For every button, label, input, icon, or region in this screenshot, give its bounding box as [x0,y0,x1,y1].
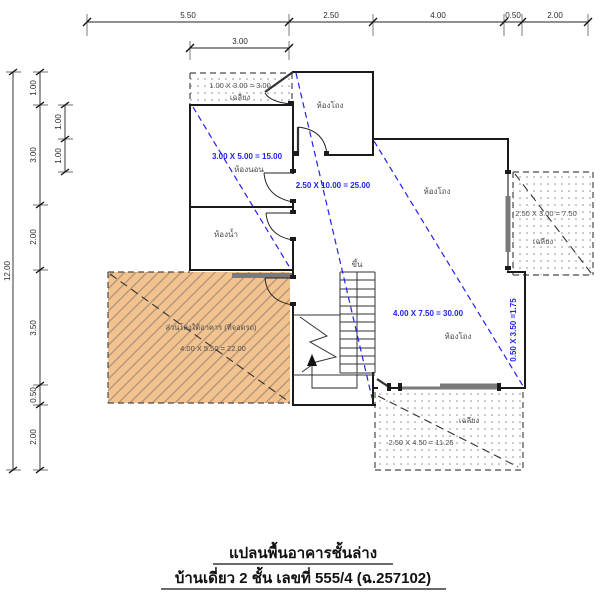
plan-title: แปลนพื้นอาคารชั้นล่าง [229,541,377,562]
dim-left-12-00: 12.00 [3,260,12,281]
dimension-lines [6,14,593,474]
dim-left-3-00: 3.00 [29,147,38,163]
dim-left2-1-00b: 1.00 [54,148,63,164]
dim-top-inner-3-00: 3.00 [232,37,248,46]
dim-top-5-50: 5.50 [180,11,196,20]
stair-break-symbol [299,316,338,373]
dim-left-1-00: 1.00 [29,80,38,96]
porch-right-label: เฉลียง [533,237,554,246]
bedroom-area-label: 3.00 X 5.00 = 15.00 [212,152,283,161]
porch-bottom-area-label: 2.50 X 4.50 = 11.25 [388,438,453,447]
window-right-icon [505,196,511,252]
threshold-bar [232,273,292,278]
dim-left-0-50: 0.50 [29,387,38,403]
doors [263,71,391,391]
hall-right-bottom-label: ห้องโถง [444,331,471,341]
dashed-outlines [107,72,594,471]
dimension-texts: 5.50 2.50 4.00 0.50 2.00 3.00 12.00 1.00… [3,11,563,445]
entry-hall-label: ห้องโถง [316,100,343,110]
dim-left-2-00: 2.00 [29,229,38,245]
dim-top-2-50: 2.50 [323,11,339,20]
area-diagonals [109,173,592,468]
dim-top-2-00: 2.00 [547,11,563,20]
title-block: แปลนพื้นอาคารชั้นล่าง บ้านเดี่ยว 2 ชั้น … [161,541,446,590]
up-arrow-icon [307,354,317,366]
dim-left-3-50: 3.50 [29,320,38,336]
corridor-area-label: 2.50 X 10.00 = 25.00 [296,181,371,190]
bedroom-label: ห้องนอน [234,165,264,174]
walls [189,71,526,406]
stairs-up-label: ขึ้น [352,258,363,269]
porch-right-area-label: 2.50 X 3.00 = 7.50 [515,209,577,218]
parking-label: ส่วนโล่งใต้อาคาร (ที่จอดรถ) [165,322,257,332]
porch-top-left-label: เฉลียง [230,93,251,102]
hall-area-label: 4.00 X 7.50 = 30.00 [393,309,464,318]
room-labels: 1.00 X 3.00 = 3.00 เฉลียง ห้องโถง 3.00 X… [165,81,576,447]
bathroom-label: ห้องน้ำ [214,228,238,239]
dim-left2-1-00a: 1.00 [54,114,63,130]
hall-right-top-label: ห้องโถง [423,186,450,196]
right-strip-area-label: 0.50 X 3.50 =1.75 [509,298,518,362]
dim-left-2-00b: 2.00 [29,429,38,445]
porch-top-left-area-label: 1.00 X 3.00 = 3.00 [209,81,271,90]
window-bottom-icon [402,386,499,390]
blue-diagonals [192,72,524,399]
parking-area-label: 4.00 X 5.50 = 22.00 [180,344,246,353]
stair-path-line [311,364,358,389]
porch-top-left-fill [190,73,292,105]
porch-bottom-label: เฉลียง [459,416,480,425]
dim-top-4-00: 4.00 [430,11,446,20]
stairs [293,271,376,389]
dim-top-0-50: 0.50 [505,11,521,20]
plan-subtitle: บ้านเดี่ยว 2 ชั้น เลขที่ 555/4 (ฉ.257102… [175,566,431,587]
